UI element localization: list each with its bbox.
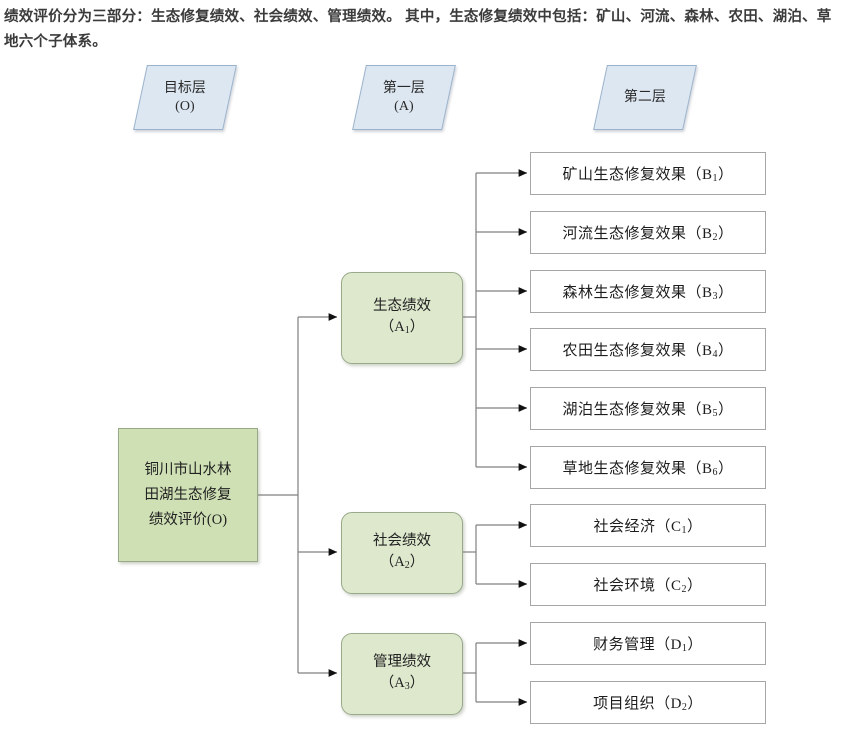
leaf-node-d2-sub: 2 (681, 702, 688, 713)
leaf-node-c2-tail: ） (687, 578, 703, 594)
branch-node-a1-label: 生态绩效 (373, 297, 431, 314)
leaf-node-b5[interactable]: 湖泊生态修复效果（B5） (530, 387, 766, 430)
leaf-node-c1-tail: ） (687, 519, 703, 535)
leaf-node-b3-text: 森林生态修复效果（B (562, 285, 713, 301)
leaf-node-b3-tail: ） (718, 285, 734, 301)
branch-node-a3[interactable]: 管理绩效 （A3） (341, 633, 463, 715)
root-line2: 田湖生态修复 (144, 486, 232, 503)
root-node[interactable]: 铜川市山水林 田湖生态修复 绩效评价(O) (118, 428, 258, 562)
leaf-node-b4-text: 农田生态修复效果（B (562, 343, 713, 359)
leaf-node-b1[interactable]: 矿山生态修复效果（B1） (530, 152, 766, 195)
leaf-node-c2-text: 社会环境（C (593, 578, 682, 594)
leaf-node-c1-text: 社会经济（C (593, 519, 682, 535)
leaf-node-b4[interactable]: 农田生态修复效果（B4） (530, 328, 766, 371)
figure-caption: 绩效评价分为三部分：生态修复绩效、社会绩效、管理绩效。 其中，生态修复绩效中包括… (4, 9, 832, 50)
branch-node-a1-code-sub: 1 (404, 324, 410, 336)
leaf-node-c2-sub: 2 (681, 584, 687, 595)
layer-header-first-line1: 第一层 (383, 80, 425, 96)
leaf-node-b2[interactable]: 河流生态修复效果（B2） (530, 211, 766, 254)
layer-header-goal: 目标层 (O) (133, 65, 237, 130)
layer-header-goal-line2: (O) (175, 98, 195, 114)
leaf-node-d2[interactable]: 项目组织（D2） (530, 681, 766, 724)
leaf-node-d1[interactable]: 财务管理（D1） (530, 622, 766, 665)
leaf-node-b4-tail: ） (718, 343, 734, 359)
branch-node-a1-code-base: A (394, 318, 405, 335)
branch-node-a2-code-sub: 2 (404, 559, 410, 571)
leaf-node-c1-sub: 1 (681, 525, 687, 536)
leaf-node-c2[interactable]: 社会环境（C2） (530, 563, 766, 606)
layer-header-second: 第二层 (593, 65, 697, 130)
leaf-node-b1-sub: 1 (712, 173, 718, 184)
layer-header-second-line1: 第二层 (624, 89, 666, 105)
leaf-node-b2-tail: ） (718, 226, 734, 242)
layer-header-first: 第一层 (A) (352, 65, 456, 130)
leaf-node-b6-tail: ） (718, 461, 734, 477)
branch-node-a3-label: 管理绩效 (373, 653, 431, 670)
leaf-node-b5-text: 湖泊生态修复效果（B (562, 402, 713, 418)
leaf-node-d1-text: 财务管理（D (593, 637, 682, 653)
branch-node-a2-label: 社会绩效 (373, 532, 431, 549)
leaf-node-b5-sub: 5 (712, 408, 718, 419)
branch-node-a1[interactable]: 生态绩效 （A1） (341, 272, 463, 364)
leaf-node-b6[interactable]: 草地生态修复效果（B6） (530, 446, 766, 489)
leaf-node-c1[interactable]: 社会经济（C1） (530, 504, 766, 547)
leaf-node-b4-sub: 4 (712, 349, 718, 360)
leaf-node-d1-tail: ） (687, 637, 703, 653)
layer-header-first-line2: (A) (394, 98, 414, 114)
leaf-node-b6-sub: 6 (712, 467, 718, 478)
leaf-node-d1-sub: 1 (681, 643, 688, 654)
leaf-node-b6-text: 草地生态修复效果（B (562, 461, 713, 477)
branch-node-a2[interactable]: 社会绩效 （A2） (341, 512, 463, 594)
branch-node-a3-code-base: A (394, 674, 405, 691)
layer-header-goal-line1: 目标层 (164, 80, 206, 96)
leaf-node-b5-tail: ） (718, 402, 734, 418)
root-line1: 铜川市山水林 (144, 461, 232, 478)
branch-node-a2-code-base: A (394, 553, 405, 570)
branch-node-a3-code-sub: 3 (404, 680, 410, 692)
root-line3: 绩效评价(O) (148, 511, 228, 528)
leaf-node-b2-text: 河流生态修复效果（B (562, 226, 713, 242)
leaf-node-b3[interactable]: 森林生态修复效果（B3） (530, 270, 766, 313)
leaf-node-b1-text: 矿山生态修复效果（B (562, 167, 713, 183)
leaf-node-b2-sub: 2 (712, 232, 718, 243)
leaf-node-d2-text: 项目组织（D (593, 696, 682, 712)
leaf-node-b3-sub: 3 (712, 291, 718, 302)
leaf-node-d2-tail: ） (687, 696, 703, 712)
leaf-node-b1-tail: ） (718, 167, 734, 183)
